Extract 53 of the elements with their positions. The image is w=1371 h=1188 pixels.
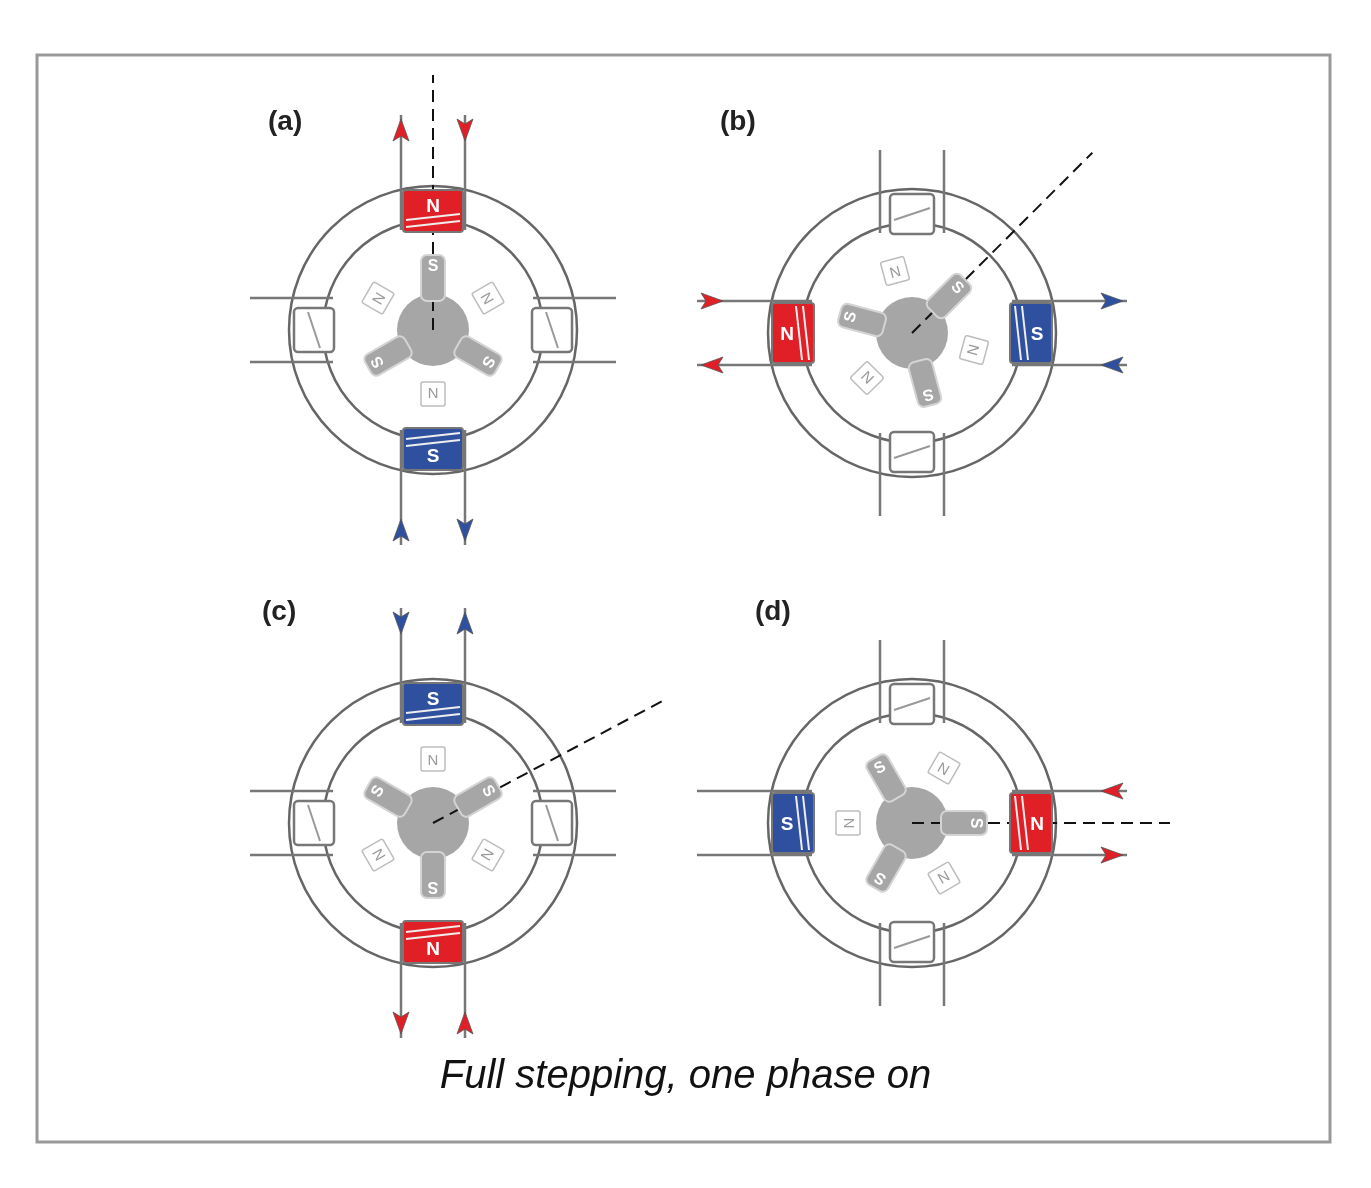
pole-letter: S <box>367 782 388 800</box>
stator-pole <box>1010 303 1052 363</box>
panel-label: (b) <box>720 105 756 137</box>
caption: Full stepping, one phase on <box>438 1052 933 1097</box>
pole-letter: N <box>426 195 440 215</box>
pole-letter: N <box>935 869 953 888</box>
rotor-tooth <box>421 255 445 301</box>
pole-letter: N <box>857 369 876 388</box>
magnet-pole-tile <box>421 382 445 406</box>
stator-pole <box>403 428 463 470</box>
pole-letter: S <box>968 817 984 829</box>
magnet-pole-tile <box>836 811 860 835</box>
pole-letter: N <box>479 846 498 864</box>
pole-letter: N <box>965 342 983 357</box>
magnet-pole-tile <box>959 334 989 365</box>
stator-pole <box>1010 793 1052 853</box>
stator-pole <box>403 683 463 725</box>
pole-letter: S <box>947 278 967 298</box>
pole-letter: S <box>871 868 889 888</box>
pole-letter: N <box>427 386 439 402</box>
pole-letter: N <box>840 817 856 829</box>
pole-letter: N <box>888 262 903 280</box>
magnet-pole-tile <box>880 256 911 286</box>
pole-letter: S <box>780 813 794 833</box>
pole-letter: S <box>921 385 936 404</box>
magnet-pole-tile <box>421 747 445 771</box>
pole-letter: S <box>427 879 439 895</box>
pole-letter: S <box>478 353 498 371</box>
panel-label: (d) <box>755 595 791 627</box>
pole-letter: N <box>427 751 439 767</box>
stator-pole <box>403 921 463 963</box>
panel-label: (a) <box>268 105 303 137</box>
stator-pole <box>772 303 814 363</box>
pole-letter: S <box>426 688 440 708</box>
pole-letter: N <box>935 758 953 777</box>
pole-letter: N <box>479 289 498 307</box>
pole-letter: N <box>780 323 794 343</box>
rotor-tooth <box>421 852 445 898</box>
pole-letter: S <box>427 258 439 274</box>
pole-letter: N <box>426 938 440 958</box>
pole-letter: S <box>478 782 498 800</box>
pole-letter: S <box>871 757 889 778</box>
pole-letter: S <box>1030 323 1044 343</box>
pole-letter: S <box>426 445 440 465</box>
pole-letter: S <box>367 353 388 371</box>
stator-pole <box>772 793 814 853</box>
pole-letter: N <box>368 846 387 864</box>
pole-letter: N <box>368 289 387 307</box>
rotor-tooth <box>941 811 987 835</box>
pole-letter: S <box>841 309 860 324</box>
panel-label: (c) <box>262 595 297 627</box>
stator-pole <box>403 190 463 232</box>
pole-letter: N <box>1030 813 1044 833</box>
